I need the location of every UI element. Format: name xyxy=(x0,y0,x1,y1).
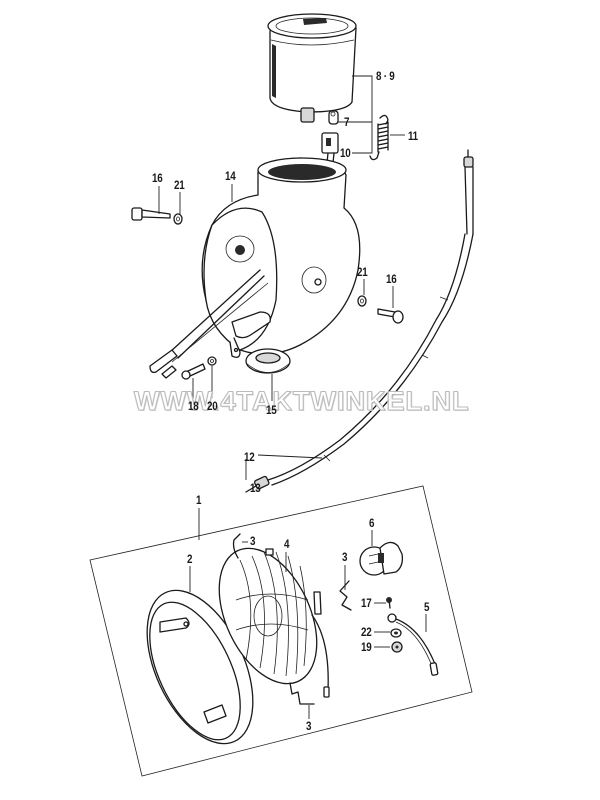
spring-part xyxy=(369,114,389,161)
callout-14: 14 xyxy=(225,169,236,183)
grommet-part xyxy=(245,348,291,374)
callout-3-bottom: 3 xyxy=(306,719,312,733)
callout-21-left: 21 xyxy=(174,178,185,192)
callout-17: 17 xyxy=(361,596,372,610)
meter-bulb-part xyxy=(328,110,339,125)
callout-2: 2 xyxy=(187,552,193,566)
callout-4: 4 xyxy=(284,537,290,551)
screw-part xyxy=(181,363,206,380)
callout-15: 15 xyxy=(266,403,277,417)
callout-22: 22 xyxy=(361,625,372,639)
speedometer-part xyxy=(267,13,357,123)
headlight-lens-part xyxy=(218,533,330,698)
callout-11: 11 xyxy=(408,129,418,143)
callout-8-9: 8 · 9 xyxy=(376,69,395,83)
headlight-bulb-part xyxy=(359,541,404,576)
callout-16-left: 16 xyxy=(152,171,163,185)
callout-16-right: 16 xyxy=(386,272,397,286)
headlight-rim-part xyxy=(146,589,254,745)
adjusting-spring-part xyxy=(289,580,352,705)
callout-1: 1 xyxy=(196,493,202,507)
bolt-part-right xyxy=(377,308,404,324)
callout-12: 12 xyxy=(244,450,255,464)
callout-3-mid: 3 xyxy=(342,550,348,564)
washer-part-left xyxy=(173,213,183,225)
callout-19: 19 xyxy=(361,640,372,654)
nut-part xyxy=(391,641,403,653)
callout-7: 7 xyxy=(344,115,350,129)
washer-part xyxy=(207,356,217,366)
callout-13: 13 xyxy=(250,481,261,495)
wire-connector-part xyxy=(149,349,178,379)
callout-3-top: 3 xyxy=(250,534,256,548)
callout-21-right: 21 xyxy=(357,265,368,279)
callout-5: 5 xyxy=(424,600,430,614)
callout-20: 20 xyxy=(207,399,218,413)
bolt-part-left xyxy=(131,207,171,221)
speedometer-cable-part xyxy=(245,149,474,493)
washer-part-right xyxy=(357,295,367,307)
ground-wire-part xyxy=(387,613,439,676)
screw-17-part xyxy=(386,597,392,609)
callout-10: 10 xyxy=(340,146,351,160)
callout-6: 6 xyxy=(369,516,375,530)
lock-washer-part xyxy=(390,628,402,638)
headlight-unit-box xyxy=(89,485,473,777)
watermark-text: WWW.4TAKTWINKEL.NL xyxy=(133,386,470,417)
callout-18: 18 xyxy=(188,399,199,413)
headlight-case-part xyxy=(201,157,361,358)
